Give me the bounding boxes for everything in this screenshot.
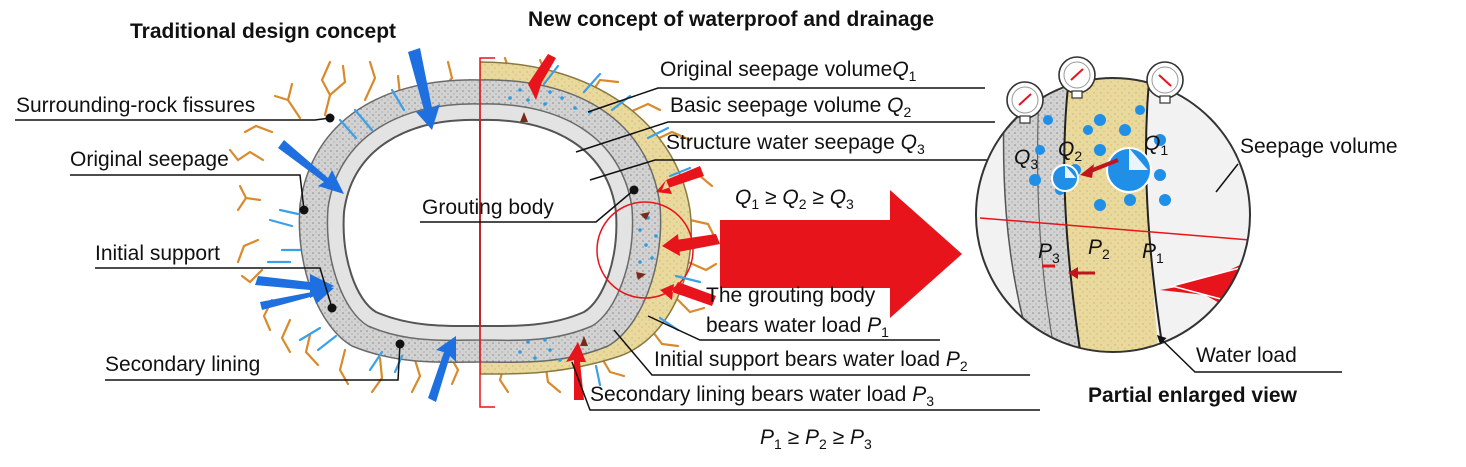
big-red-arrow: [720, 190, 962, 318]
view-p1: P1: [1142, 240, 1164, 266]
label-q2: Basic seepage volume Q2: [670, 94, 912, 120]
leader-lines-left: [15, 117, 401, 381]
tunnel-left-half: [298, 79, 480, 364]
title-partial-view: Partial enlarged view: [1088, 384, 1297, 407]
seepage-arrows: [255, 48, 456, 402]
label-p2: Initial support bears water load P2: [654, 348, 968, 374]
label-q3: Structure water seepage Q3: [666, 131, 925, 157]
label-grouting-body: Grouting body: [422, 196, 554, 219]
enlarge-region-circle: [596, 201, 694, 299]
label-fissures: Surrounding-rock fissures: [16, 94, 256, 117]
partial-enlarged-view: [976, 78, 1250, 352]
formula-p: P1 ≥ P2 ≥ P3: [760, 426, 872, 452]
gauge-icon: [1146, 61, 1184, 104]
gauge-icon: [1058, 56, 1096, 99]
label-p1-line2: bears water load P1: [706, 314, 889, 340]
label-seepage-volume: Seepage volume: [1240, 135, 1398, 158]
title-traditional: Traditional design concept: [130, 20, 397, 43]
title-new-concept: New concept of waterproof and drainage: [528, 8, 935, 31]
label-secondary-lining: Secondary lining: [105, 353, 261, 376]
label-water-load: Water load: [1196, 344, 1297, 367]
formula-q: Q1 ≥ Q2 ≥ Q3: [735, 186, 854, 212]
view-p2: P2: [1088, 236, 1110, 262]
view-p3: P3: [1038, 240, 1060, 266]
leader-lines-right: [420, 87, 1040, 411]
gauge-icon: [1006, 81, 1044, 124]
leader-lines-view: [1156, 163, 1342, 373]
label-p3: Secondary lining bears water load P3: [590, 383, 935, 409]
label-p1-line1: The grouting body: [706, 284, 876, 307]
seepage-arrows-right: [542, 64, 702, 387]
label-initial-support: Initial support: [95, 242, 220, 265]
tunnel-right-half: [480, 61, 693, 375]
view-q1: Q1: [1144, 132, 1169, 158]
view-q2: Q2: [1058, 138, 1083, 164]
view-q3: Q3: [1014, 146, 1039, 172]
divider-bracket: [479, 57, 495, 408]
label-q1: Original seepage volumeQ1: [660, 58, 917, 84]
label-original-seepage: Original seepage: [70, 148, 229, 171]
